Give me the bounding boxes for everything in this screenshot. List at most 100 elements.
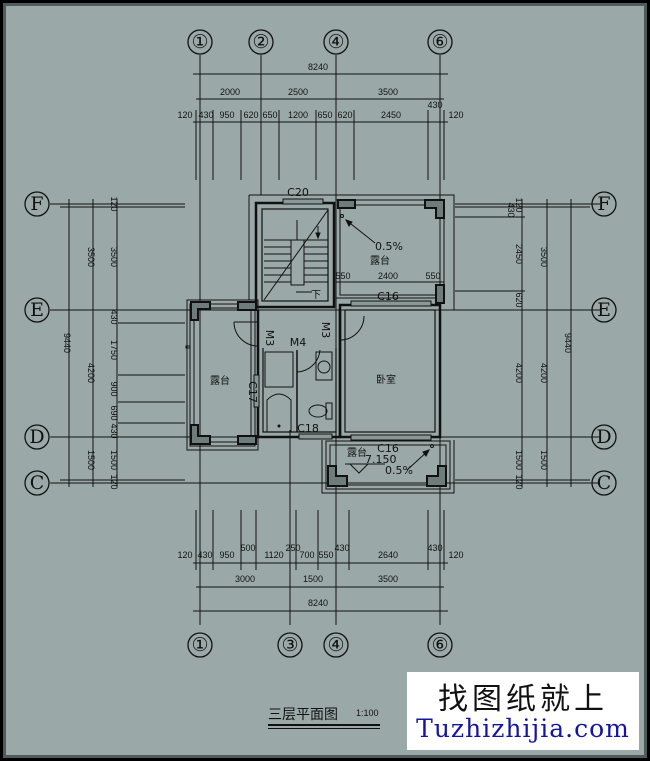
dim-right-detail: 4200 — [514, 363, 524, 383]
axis-label-right-c: C — [597, 472, 612, 494]
bathtub — [264, 351, 294, 432]
doors — [233, 315, 365, 373]
dim-bottom-detail: 550 — [318, 550, 333, 560]
title-underline — [268, 724, 380, 726]
dim-bottom-detail: 430 — [334, 543, 349, 553]
dim-top-detail: 120 — [177, 110, 192, 120]
dim-right-detail: 120 — [514, 197, 524, 212]
dim-left-axis: 4200 — [86, 363, 96, 383]
dim-right-axis: 1500 — [539, 450, 549, 470]
axis-label-bottom-3: ③ — [281, 634, 298, 656]
dim-top-detail: 120 — [448, 110, 463, 120]
dim-right-detail: 620 — [514, 292, 524, 307]
axis-lines — [199, 55, 441, 625]
staircase — [263, 209, 329, 301]
dim-top-detail: 620 — [337, 110, 352, 120]
dim-top-detail: 620 — [243, 110, 258, 120]
axis-label-left-c: C — [30, 472, 45, 494]
room-label-terrace-bottom: 露台 — [347, 446, 367, 459]
room-label-terrace-left: 露台 — [210, 374, 230, 387]
axis-label-right-f: F — [597, 193, 610, 215]
watermark-cn: 找图纸就上 — [438, 682, 608, 717]
dim-top-detail: 430 — [427, 100, 442, 110]
dim-right-detail: 430 — [506, 202, 516, 217]
window-label-c18: C18 — [297, 422, 319, 435]
dim-top-detail: 650 — [262, 110, 277, 120]
dim-bottom-detail: 500 — [240, 543, 255, 553]
axis-label-top-4: ④ — [327, 31, 344, 53]
dim-left-axis: 3500 — [86, 247, 96, 267]
columns — [190, 199, 447, 487]
axis-label-bottom-6: ⑥ — [431, 634, 448, 656]
dim-bottom-detail: 120 — [448, 550, 463, 560]
elevation-label: 7.150 — [365, 453, 397, 466]
dim-top-axis: 2500 — [288, 87, 308, 97]
dim-top-detail: 2450 — [381, 110, 401, 120]
dim-terrace: 2400 — [378, 271, 398, 281]
dim-left-detail: 120 — [109, 196, 119, 211]
axis-circles — [24, 29, 617, 658]
dim-bottom-axis: 3000 — [235, 574, 255, 584]
axis-label-top-6: ⑥ — [431, 31, 448, 53]
drawing-scale: 1:100 — [356, 708, 379, 718]
dim-top-total: 8240 — [308, 62, 328, 72]
dim-left-total: 9440 — [62, 333, 72, 353]
dim-right-detail: 1500 — [514, 450, 524, 470]
dim-top-detail: 950 — [219, 110, 234, 120]
dim-left-detail: 430 — [109, 423, 119, 438]
dim-right-total: 9440 — [563, 333, 573, 353]
dim-top-detail: 430 — [198, 110, 213, 120]
dim-bottom-total: 8240 — [308, 598, 328, 608]
window-label-c16-bottom: C16 — [377, 442, 399, 455]
stair-down-label: 下 — [311, 290, 321, 301]
dim-bottom-detail: 250 — [285, 543, 300, 553]
dim-left-detail: 120 — [109, 474, 119, 489]
dim-right-detail: 120 — [514, 474, 524, 489]
dim-left-axis: 1500 — [86, 450, 96, 470]
dim-top-axis: 2000 — [220, 87, 240, 97]
dim-terrace: 550 — [335, 271, 350, 281]
axis-label-top-1: ① — [191, 31, 208, 53]
dim-bottom-detail: 2640 — [378, 550, 398, 560]
dim-bottom-detail: 1120 — [264, 550, 283, 560]
dim-left-detail: 1750 — [109, 340, 119, 360]
toilet-basin — [308, 351, 333, 420]
dim-right-axis: 3500 — [539, 247, 549, 267]
room-label-terrace-top: 露台 — [370, 254, 390, 267]
drawing-title: 三层平面图 — [268, 707, 338, 723]
bottom-ext-lines — [195, 510, 445, 570]
axis-label-left-d: D — [29, 426, 44, 448]
dim-right-detail: 2450 — [514, 244, 524, 264]
slope-arrow-top — [340, 214, 376, 244]
dim-top-axis: 3500 — [378, 87, 398, 97]
axis-label-right-e: E — [597, 299, 611, 321]
window-label-c17: C17 — [246, 381, 259, 403]
axis-label-top-2: ② — [252, 31, 269, 53]
dim-top-detail: 650 — [317, 110, 332, 120]
dim-right-axis: 4200 — [539, 363, 549, 383]
door-label-m3-left: M3 — [263, 330, 276, 347]
dim-bottom-detail: 430 — [427, 543, 442, 553]
slope-label-bottom: 0.5% — [385, 464, 413, 477]
watermark-en: Tuzhizhijia.com — [416, 714, 630, 743]
door-label-m4: M4 — [290, 336, 307, 349]
windows — [185, 198, 432, 441]
dim-left-detail: 900 — [109, 381, 119, 396]
axis-label-bottom-1: ① — [191, 634, 208, 656]
dim-bottom-detail: 700 — [299, 550, 314, 560]
room-label-bedroom: 卧室 — [376, 373, 396, 386]
axis-label-right-d: D — [596, 426, 611, 448]
door-label-m3-right: M3 — [319, 322, 332, 339]
dim-left-detail: 3500 — [109, 247, 119, 267]
slope-arrow-bottom — [406, 444, 434, 471]
dim-bottom-detail: 430 — [197, 550, 212, 560]
axis-label-left-e: E — [30, 299, 44, 321]
dim-bottom-detail: 950 — [219, 550, 234, 560]
dim-left-detail: 690 — [109, 405, 119, 420]
walls — [189, 199, 451, 490]
watermark-box: 找图纸就上 Tuzhizhijia.com — [407, 672, 639, 750]
dim-left-detail: 430 — [109, 309, 119, 324]
dim-bottom-detail: 120 — [177, 550, 192, 560]
dim-bottom-axis: 1500 — [303, 574, 323, 584]
